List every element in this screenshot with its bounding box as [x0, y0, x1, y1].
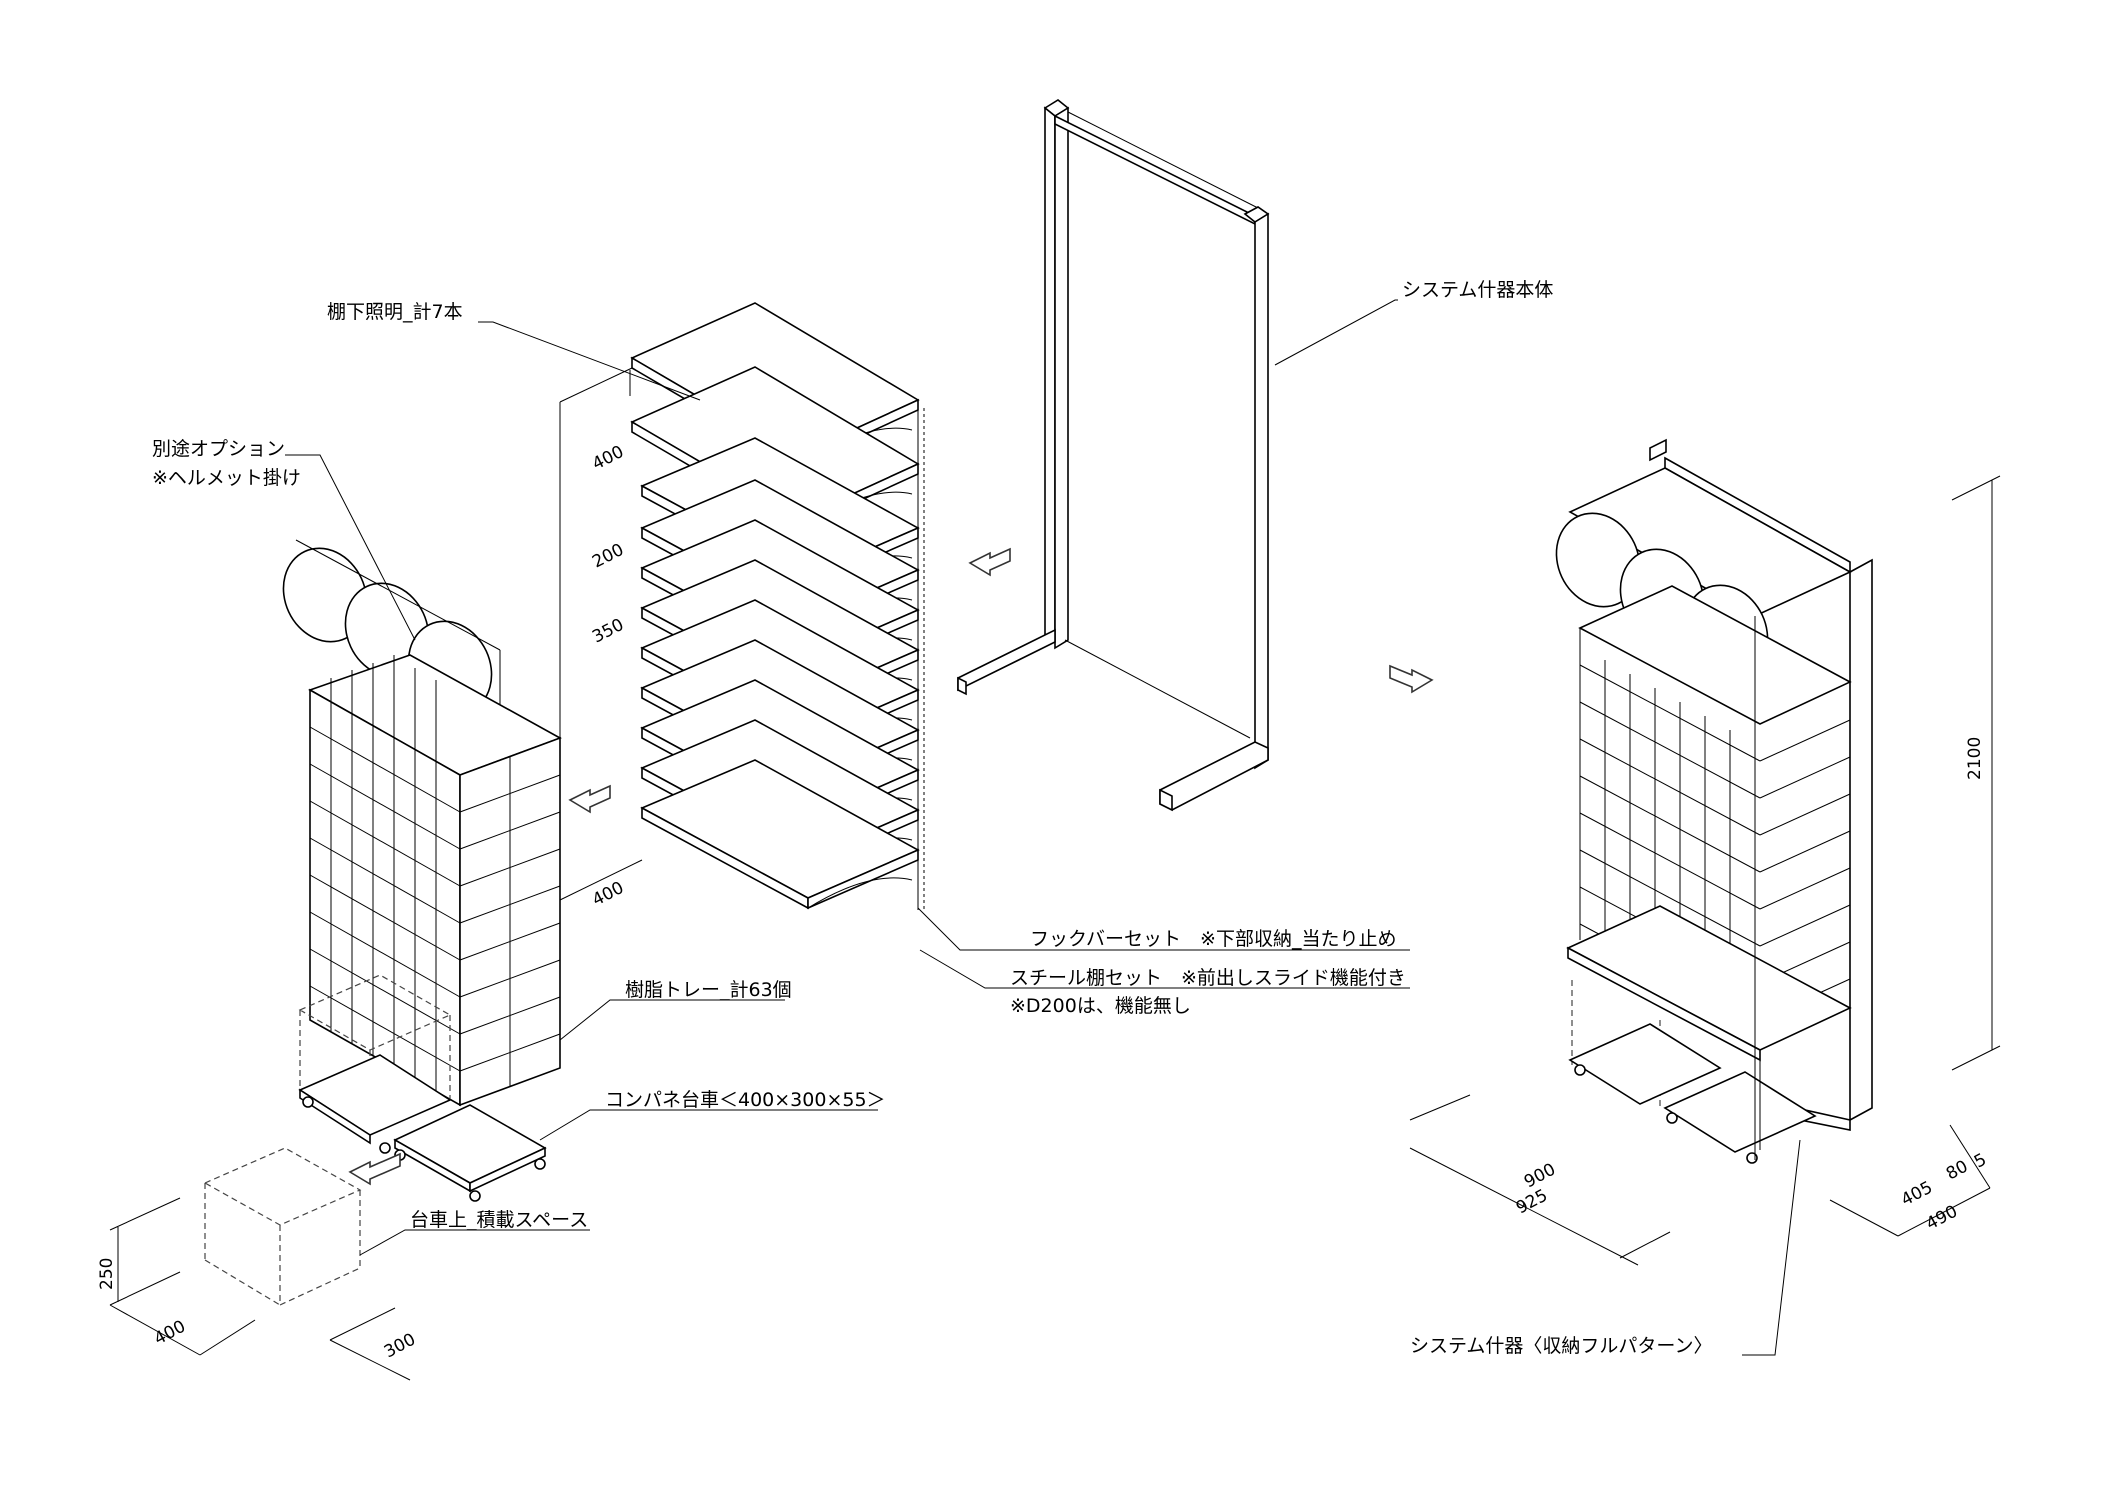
dim-space-height: 250: [97, 1258, 117, 1290]
label-steel-shelf-line1: スチール棚セット ※前出しスライド機能付き: [1010, 967, 1406, 989]
arrow-left-icon-2: [568, 784, 611, 814]
dim-total-height: 2100: [1965, 737, 1985, 780]
assembled-fixture: [1555, 438, 1873, 1164]
label-steel-shelf-line2: ※D200は、機能無し: [1010, 995, 1191, 1017]
dim-depth-1: 405: [1898, 1178, 1936, 1211]
dim-width-outer: 925: [1513, 1186, 1551, 1219]
label-hook-bar: フックバーセット ※下部収納_当たり止め: [1030, 928, 1396, 950]
arrow-left-icon: [968, 547, 1011, 577]
dim-shelf-pitch-2: 200: [589, 540, 627, 573]
system-body-frame: [957, 99, 1434, 812]
dim-depth-3: 5: [1971, 1150, 1990, 1173]
dim-shelf-pitch-top: 400: [589, 442, 627, 475]
dim-space-depth: 300: [381, 1330, 419, 1363]
arrow-down-left-icon: [348, 1152, 401, 1186]
loading-space-box: [109, 1147, 411, 1381]
label-full-pattern: システム什器〈収納フルパターン〉: [1410, 1335, 1712, 1357]
resin-tray-grid: [308, 654, 562, 1107]
arrow-right-icon: [1389, 664, 1434, 694]
label-option-line1: 別途オプション: [152, 438, 285, 460]
label-option-line2: ※ヘルメット掛け: [152, 467, 301, 489]
steel-shelf-stack: [559, 302, 925, 912]
label-resin-tray: 樹脂トレー_計63個: [625, 979, 792, 1001]
dim-shelf-pitch-3: 350: [589, 615, 627, 648]
label-dolly: コンパネ台車＜400×300×55＞: [605, 1089, 886, 1111]
label-loading-space: 台車上_積載スペース: [410, 1209, 588, 1231]
label-system-body: システム什器本体: [1402, 279, 1553, 301]
dim-space-width: 400: [151, 1317, 189, 1350]
dim-depth-2: 80: [1943, 1157, 1971, 1185]
panel-dolly: [298, 974, 547, 1202]
callout-leaders: [285, 299, 1801, 1356]
label-shelf-lighting: 棚下照明_計7本: [327, 301, 463, 323]
